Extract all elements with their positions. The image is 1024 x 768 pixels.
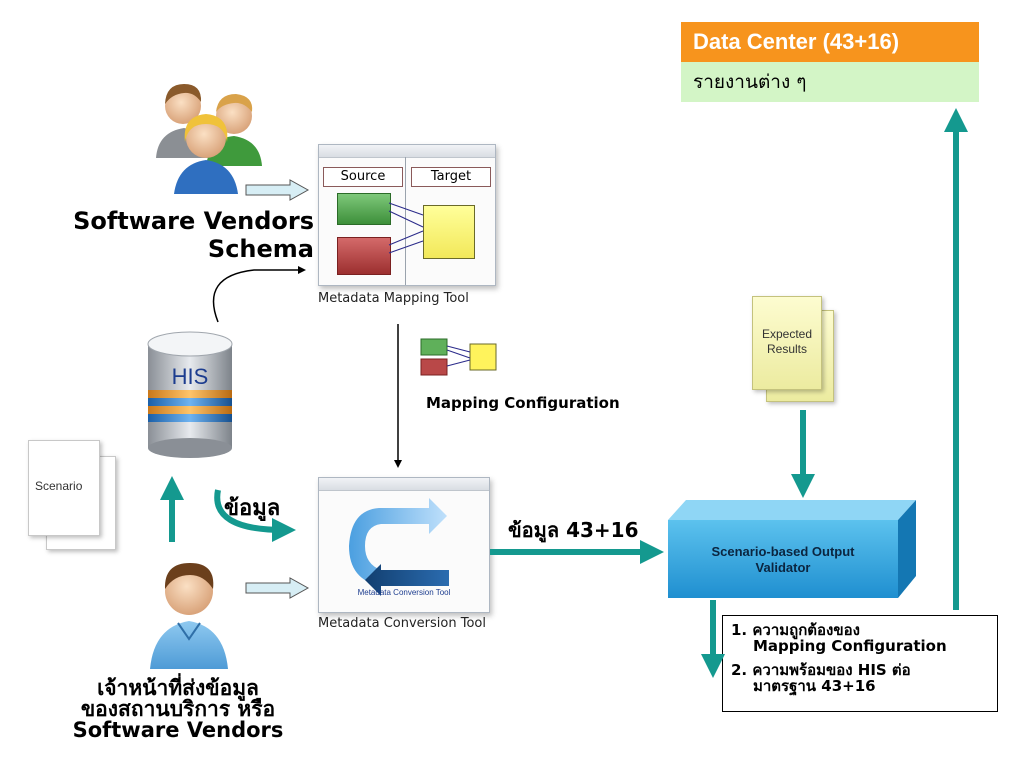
scenario-doc-front: Scenario <box>28 440 100 536</box>
data-43-16-label: ข้อมูล 43+16 <box>508 518 639 542</box>
note-item-1-line2: Mapping Configuration <box>753 637 947 655</box>
his-label: HIS <box>171 364 209 389</box>
note-item-2-line1: 2. ความพร้อมของ HIS ต่อ <box>731 661 911 679</box>
vendors-people-icon <box>156 84 262 194</box>
validator-box <box>668 500 916 598</box>
scenario-label: Scenario <box>35 479 83 493</box>
validator-label-line2: Validator <box>755 560 811 575</box>
note-item-2: 2. ความพร้อมของ HIS ต่อ มาตรฐาน 43+16 <box>731 662 989 694</box>
note-item-1-line1: 1. ความถูกต้องของ <box>731 621 860 639</box>
officer-person-icon <box>150 563 228 669</box>
expected-results-line1: Expected <box>761 327 813 341</box>
note-item-1: 1. ความถูกต้องของ Mapping Configuration <box>731 622 989 654</box>
metadata-mapping-tool-window: Source Target <box>318 144 496 286</box>
mapping-config-icon <box>420 338 497 376</box>
data-label: ข้อมูล <box>224 496 281 521</box>
validation-notes-box: 1. ความถูกต้องของ Mapping Configuration … <box>722 615 998 712</box>
target-header: Target <box>411 167 491 187</box>
officer-label: เจ้าหน้าที่ส่งข้อมูล ของสถานบริการ หรือ … <box>40 678 316 741</box>
conversion-tool-inner-label: Metadata Conversion Tool <box>357 588 451 597</box>
source-header: Source <box>323 167 403 187</box>
vendors-label: Software Vendors Schema <box>50 207 314 263</box>
conversion-tool-caption: Metadata Conversion Tool <box>318 616 486 631</box>
officer-label-line1: เจ้าหน้าที่ส่งข้อมูล <box>97 676 259 700</box>
his-to-schema-curve <box>212 266 306 323</box>
validator-label: Scenario-based Output Validator <box>668 544 898 576</box>
officer-label-line3: Software Vendors <box>72 718 284 742</box>
his-database-icon <box>147 331 233 458</box>
mapping-tool-caption: Metadata Mapping Tool <box>318 291 469 306</box>
source-green-block <box>337 193 391 225</box>
vendors-to-mapping-arrow <box>245 179 310 201</box>
expected-doc-front: Expected Results <box>752 296 822 390</box>
mapping-config-label: Mapping Configuration <box>426 394 620 412</box>
his-data-to-conversion-arrow <box>214 489 296 542</box>
target-yellow-block <box>423 205 475 259</box>
expected-results-line2: Results <box>766 342 807 356</box>
data-center-subtitle: รายงานต่าง ๆ <box>681 62 979 102</box>
officer-label-line2: ของสถานบริการ หรือ <box>80 697 276 721</box>
metadata-conversion-tool-window: Metadata Conversion Tool <box>318 477 490 613</box>
source-red-block <box>337 237 391 275</box>
vendors-label-line1: Software Vendors <box>73 207 314 235</box>
vendors-label-line2: Schema <box>207 235 314 263</box>
officer-to-conversion-arrow <box>245 577 310 599</box>
note-item-2-line2: มาตรฐาน 43+16 <box>753 677 876 695</box>
expected-results-label: Expected Results <box>753 327 821 357</box>
validator-label-line1: Scenario-based Output <box>711 544 855 559</box>
data-center-title: Data Center (43+16) <box>681 22 979 62</box>
